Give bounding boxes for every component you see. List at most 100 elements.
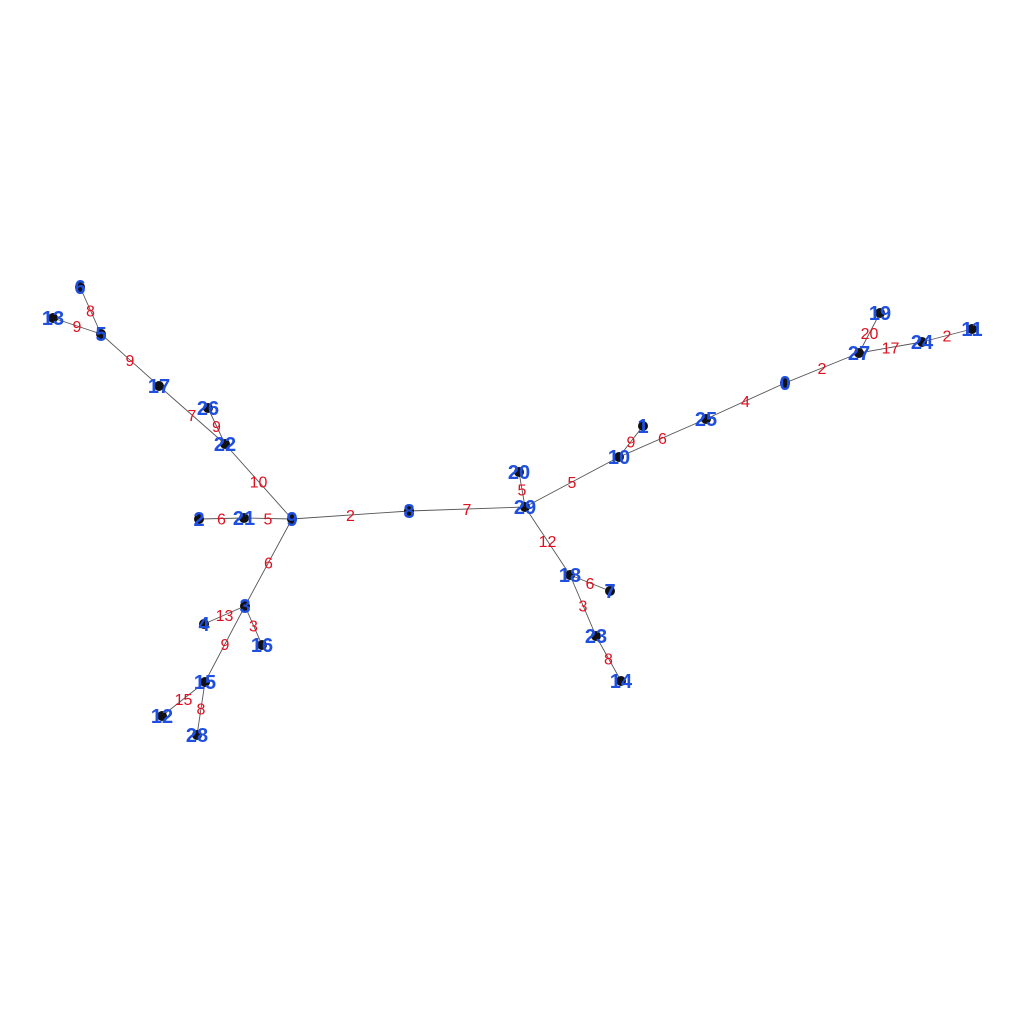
node-11 (967, 324, 977, 334)
node-13 (48, 313, 58, 323)
edge-3-4 (203, 605, 246, 625)
node-label: 1 (637, 416, 648, 438)
node-18 (565, 570, 575, 580)
node-label: 7 (604, 581, 615, 603)
node-6 (75, 282, 85, 292)
node-12 (157, 711, 167, 721)
node-15 (200, 677, 210, 687)
edge-weight-label: 9 (73, 319, 82, 336)
node-label: 29 (514, 497, 536, 519)
edge-weight-label: 15 (175, 692, 193, 709)
edge-weight-label: 5 (518, 483, 527, 500)
node-label: 12 (151, 706, 173, 728)
edge-29-10 (524, 456, 620, 508)
edge-0-27 (784, 352, 860, 384)
node-29 (520, 502, 530, 512)
node-19 (875, 308, 885, 318)
node-label: 11 (961, 319, 982, 341)
node-26 (203, 403, 213, 413)
edge-25-0 (705, 382, 786, 420)
node-label: 2 (193, 509, 204, 531)
edge-weight-label: 12 (539, 534, 557, 551)
edge-19-27 (858, 312, 881, 354)
edge-24-11 (921, 328, 973, 343)
edge-8-29 (408, 506, 526, 512)
edge-weight-label: 13 (216, 608, 234, 625)
edge-18-7 (569, 574, 611, 592)
edge-weight-label: 2 (346, 508, 355, 525)
edge-weight-label: 9 (627, 435, 636, 452)
node-label: 22 (214, 434, 236, 456)
edges-layer (52, 286, 973, 736)
edge-15-28 (196, 681, 206, 736)
node-label: 6 (74, 277, 85, 299)
node-8 (404, 506, 414, 516)
node-label: 27 (848, 343, 870, 365)
node-3 (240, 601, 250, 611)
node-21 (239, 513, 249, 523)
edge-23-14 (595, 635, 622, 682)
node-9 (287, 514, 297, 524)
edge-17-22 (158, 385, 226, 445)
node-27 (854, 348, 864, 358)
edge-1-10 (618, 425, 644, 458)
node-label: 14 (610, 671, 633, 693)
node-label: 3 (239, 596, 250, 618)
node-labels: 0123456789101112131415161718192021222324… (42, 277, 983, 747)
edge-weight-label: 8 (197, 702, 206, 719)
node-16 (257, 640, 267, 650)
edge-weight-label: 5 (264, 512, 273, 529)
edge-weight-label: 9 (212, 419, 221, 436)
node-label: 8 (403, 501, 414, 523)
node-22 (220, 439, 230, 449)
nodes-layer (48, 282, 977, 740)
node-label: 19 (869, 303, 891, 325)
edge-5-17 (100, 333, 160, 387)
edge-weight-label: 8 (86, 304, 95, 321)
edge-29-18 (524, 506, 571, 576)
edge-15-12 (161, 681, 206, 717)
edge-weight-label: 4 (741, 394, 750, 411)
node-4 (199, 619, 209, 629)
node-28 (192, 730, 202, 740)
edge-weight-label: 6 (586, 576, 595, 593)
edge-3-15 (204, 605, 246, 683)
edge-9-8 (291, 510, 410, 520)
edge-27-24 (858, 341, 923, 354)
edge-weight-label: 17 (882, 341, 900, 358)
node-14 (616, 676, 626, 686)
node-label: 24 (911, 332, 934, 354)
edge-weight-label: 7 (188, 408, 197, 425)
edge-weight-label: 6 (658, 431, 667, 448)
edge-9-3 (244, 518, 293, 607)
node-label: 9 (286, 509, 297, 531)
node-label: 4 (198, 614, 210, 636)
node-2 (194, 514, 204, 524)
edge-weight-label: 8 (604, 652, 613, 669)
node-label: 17 (148, 376, 170, 398)
node-24 (917, 337, 927, 347)
node-label: 23 (585, 626, 607, 648)
edge-2-21 (198, 517, 245, 520)
node-7 (605, 586, 615, 596)
edge-weight-label: 7 (463, 502, 472, 519)
node-23 (591, 631, 601, 641)
node-17 (154, 381, 164, 391)
node-label: 13 (42, 308, 64, 330)
edge-weight-label: 2 (818, 361, 827, 378)
edge-weight-label: 9 (221, 637, 230, 654)
node-label: 26 (197, 398, 219, 420)
edge-weight-label: 5 (568, 475, 577, 492)
edge-weight-label: 10 (250, 475, 268, 492)
edge-20-29 (518, 471, 526, 508)
node-20 (514, 467, 524, 477)
edge-18-23 (569, 574, 597, 637)
edge-22-9 (224, 443, 293, 520)
edge-weight-label: 20 (861, 326, 879, 343)
node-1 (638, 421, 648, 431)
node-label: 10 (608, 447, 630, 469)
node-label: 0 (779, 373, 790, 395)
